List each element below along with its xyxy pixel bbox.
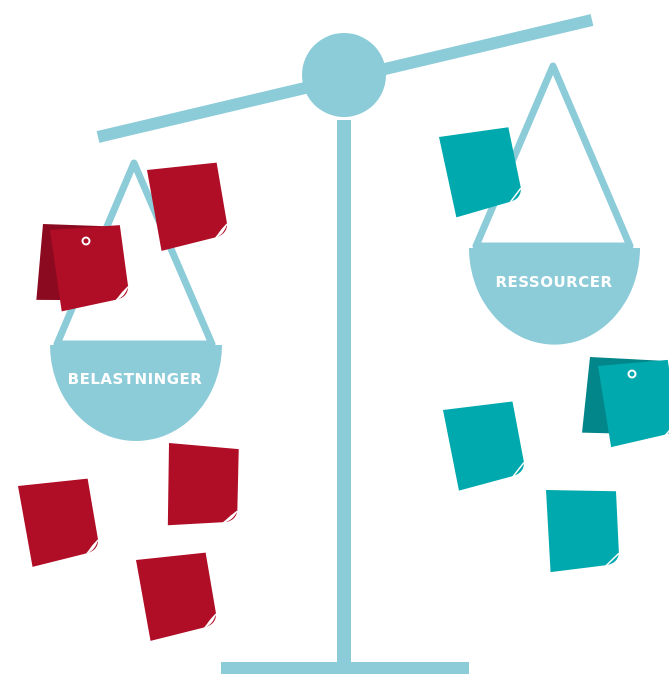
scale-base bbox=[221, 662, 469, 674]
sticky-note-icon bbox=[49, 224, 131, 313]
right-pan-hanger bbox=[472, 62, 634, 250]
right-pan: RESSOURCER bbox=[469, 62, 640, 345]
sticky-note-icon bbox=[17, 477, 101, 569]
sticky-note-icon bbox=[161, 442, 244, 532]
right-pan-bowl bbox=[469, 248, 640, 345]
scale-pivot bbox=[302, 33, 386, 117]
pin-icon bbox=[627, 369, 637, 379]
right-pan-label: RESSOURCER bbox=[495, 273, 612, 291]
scale-post bbox=[337, 120, 351, 666]
resource-notes bbox=[438, 125, 669, 575]
sticky-note-icon bbox=[438, 125, 525, 219]
pin-icon bbox=[81, 236, 91, 246]
sticky-note-icon bbox=[135, 551, 219, 643]
sticky-note-icon bbox=[442, 400, 528, 493]
left-pan-label: BELASTNINGER bbox=[68, 370, 203, 388]
load-notes bbox=[17, 161, 244, 643]
sticky-note-icon bbox=[146, 161, 230, 253]
balance-scale-icon bbox=[96, 14, 594, 674]
sticky-note-icon bbox=[543, 489, 621, 575]
left-pan-bowl bbox=[50, 345, 222, 441]
